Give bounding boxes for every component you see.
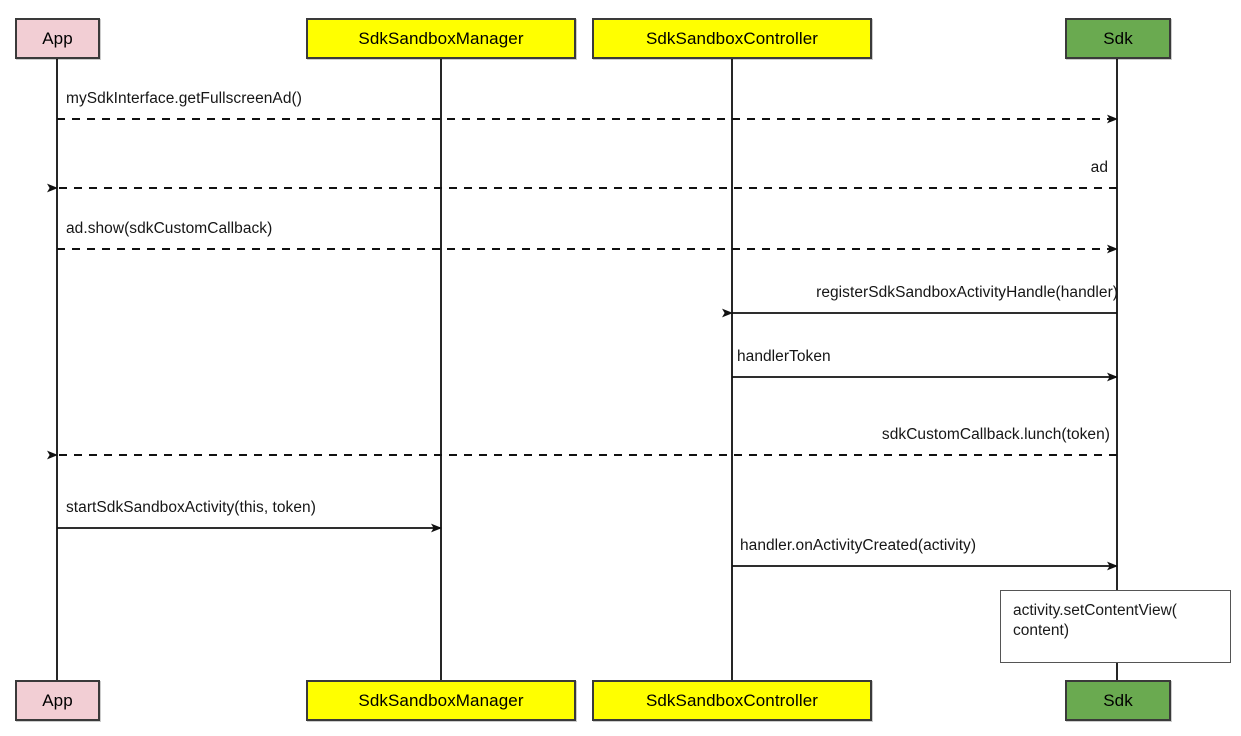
participant-label: SdkSandboxController [645, 28, 819, 48]
message-label-m7: startSdkSandboxActivity(this, token) [66, 499, 316, 516]
participant-label: SdkSandboxManager [358, 690, 524, 710]
participant-label: Sdk [1103, 28, 1133, 48]
participant-label: App [42, 28, 73, 48]
participant-sdk-sandbox-manager-top[interactable]: SdkSandboxManager [306, 18, 576, 59]
participant-app-bottom[interactable]: App [15, 680, 100, 721]
participant-sdk-bottom[interactable]: Sdk [1065, 680, 1171, 721]
message-label-m8: handler.onActivityCreated(activity) [740, 537, 977, 554]
message-label-m2: ad [1090, 159, 1108, 176]
message-label-m1: mySdkInterface.getFullscreenAd() [66, 90, 302, 107]
participant-sdk-sandbox-controller-bottom[interactable]: SdkSandboxController [592, 680, 872, 721]
participant-sdk-sandbox-manager-bottom[interactable]: SdkSandboxManager [306, 680, 576, 721]
message-arrows-group [47, 114, 1118, 571]
message-label-m3: ad.show(sdkCustomCallback) [66, 220, 273, 237]
participant-label: SdkSandboxController [645, 690, 819, 710]
message-label-m4: registerSdkSandboxActivityHandle(handler… [816, 284, 1118, 301]
participant-label: Sdk [1103, 690, 1133, 710]
participant-label: SdkSandboxManager [358, 28, 524, 48]
participant-label: App [42, 690, 73, 710]
message-label-m6: sdkCustomCallback.lunch(token) [881, 426, 1110, 443]
message-label-m5: handlerToken [737, 348, 831, 365]
participant-app-top[interactable]: App [15, 18, 100, 59]
note-note-set-content-view: activity.setContentView( content) [1000, 590, 1231, 663]
lifelines-group [56, 59, 1118, 680]
participant-sdk-sandbox-controller-top[interactable]: SdkSandboxController [592, 18, 872, 59]
participant-sdk-top[interactable]: Sdk [1065, 18, 1171, 59]
